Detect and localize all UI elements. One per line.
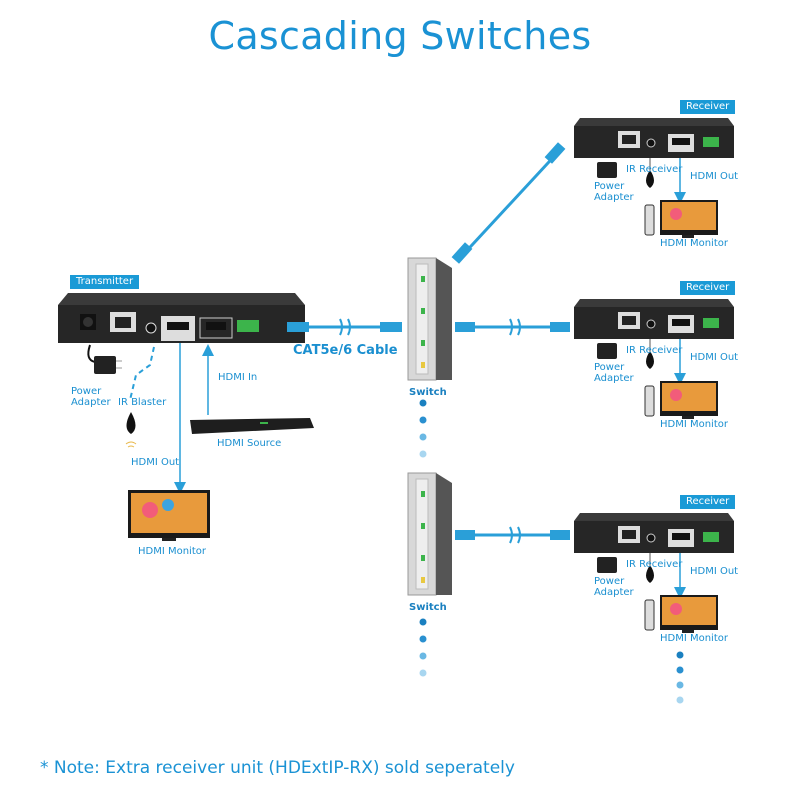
receiver-device bbox=[574, 118, 734, 238]
cat5-cable-1 bbox=[287, 318, 402, 336]
power-adapter-label: Power Adapter bbox=[594, 181, 634, 203]
power-adapter-text: Power Adapter bbox=[71, 386, 111, 408]
cable-label: CAT5e/6 Cable bbox=[293, 343, 398, 358]
power-adapter-icon bbox=[87, 344, 122, 374]
hdmi-monitor-icon bbox=[660, 200, 718, 238]
power-adapter-label: Power Adapter bbox=[71, 386, 111, 408]
continuation-dot bbox=[676, 696, 684, 704]
hdmi-source-label: HDMI Source bbox=[217, 438, 282, 449]
ir-blaster-label: IR Blaster bbox=[118, 397, 167, 408]
cat5-cable-3 bbox=[455, 318, 570, 336]
continuation-dot bbox=[419, 433, 427, 441]
cat5-cable-2 bbox=[451, 142, 566, 264]
hdmi-in-label: HDMI In bbox=[218, 372, 258, 383]
receiver-device bbox=[574, 299, 734, 419]
hdmi-monitor-icon bbox=[660, 381, 718, 419]
hdmi-out-label: HDMI Out bbox=[690, 352, 739, 363]
continuation-dot bbox=[419, 416, 427, 424]
ir-receiver-icon bbox=[646, 565, 654, 583]
hdmi-source-icon bbox=[190, 418, 314, 434]
receiver-tag: Receiver bbox=[680, 281, 736, 295]
cat5-cable-4 bbox=[455, 526, 570, 544]
power-adapter-label: Power Adapter bbox=[594, 576, 634, 598]
remote-control-icon bbox=[644, 599, 655, 631]
power-adapter-icon bbox=[597, 343, 617, 359]
ir-receiver-label: IR Receiver bbox=[626, 345, 683, 356]
power-adapter-icon bbox=[597, 557, 617, 573]
remote-control-icon bbox=[644, 204, 655, 236]
remote-control-icon bbox=[644, 385, 655, 417]
hdmi-out-label: HDMI Out bbox=[690, 566, 739, 577]
continuation-dot bbox=[419, 635, 427, 643]
footnote: * Note: Extra receiver unit (HDExtIP-RX)… bbox=[40, 758, 515, 778]
hdmi-monitor-icon bbox=[128, 490, 210, 541]
power-adapter-icon bbox=[597, 162, 617, 178]
receiver-tag: Receiver bbox=[680, 495, 736, 509]
continuation-dot bbox=[676, 651, 684, 659]
rs232-terminal-icon bbox=[237, 320, 259, 332]
network-switch-icon bbox=[407, 472, 452, 596]
hdmi-monitor-label: HDMI Monitor bbox=[660, 238, 728, 249]
receiver-tag: Receiver bbox=[680, 100, 736, 114]
ir-receiver-icon bbox=[646, 170, 654, 188]
power-adapter-label: Power Adapter bbox=[594, 362, 634, 384]
hdmi-monitor-label: HDMI Monitor bbox=[138, 546, 206, 557]
receiver-device bbox=[574, 513, 734, 633]
transmitter-device bbox=[58, 293, 305, 343]
ir-receiver-icon bbox=[646, 351, 654, 369]
continuation-dot bbox=[419, 652, 427, 660]
hdmi-monitor-label: HDMI Monitor bbox=[660, 419, 728, 430]
switch-label-1: Switch bbox=[409, 387, 447, 398]
continuation-dot bbox=[676, 666, 684, 674]
continuation-dot bbox=[419, 450, 427, 458]
ir-blaster-icon bbox=[126, 412, 136, 434]
transmitter-tag: Transmitter bbox=[70, 275, 140, 289]
hdmi-out-label: HDMI Out bbox=[690, 171, 739, 182]
hdmi-monitor-icon bbox=[660, 595, 718, 633]
ir-receiver-label: IR Receiver bbox=[626, 559, 683, 570]
continuation-dot bbox=[419, 399, 427, 407]
continuation-dot bbox=[676, 681, 684, 689]
continuation-dot bbox=[419, 669, 427, 677]
continuation-dot bbox=[419, 618, 427, 626]
switch-label-2: Switch bbox=[409, 602, 447, 613]
hdmi-monitor-label: HDMI Monitor bbox=[660, 633, 728, 644]
page-title: Cascading Switches bbox=[208, 14, 592, 58]
hdmi-out-label: HDMI Out bbox=[131, 457, 180, 468]
ir-receiver-label: IR Receiver bbox=[626, 164, 683, 175]
network-switch-icon bbox=[407, 257, 452, 381]
